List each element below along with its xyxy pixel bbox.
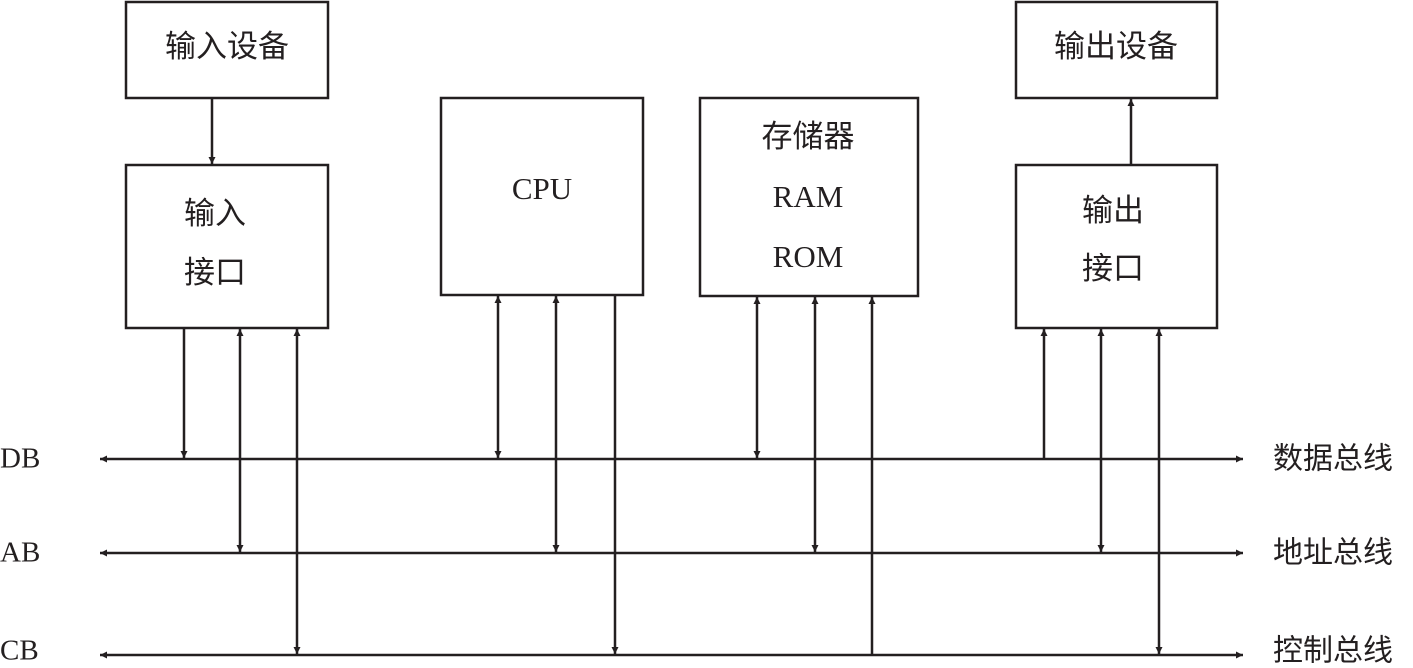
ram-label: RAM [773, 179, 844, 214]
control-bus-name: 控制总线 [1273, 634, 1393, 668]
cpu-label: CPU [512, 171, 572, 206]
memory-label: 存储器 [762, 119, 855, 154]
output-device-label: 输出设备 [1054, 29, 1178, 64]
address-bus-name: 地址总线 [1273, 536, 1393, 571]
output-interface-label-2: 接口 [1082, 251, 1144, 286]
data-bus-name: 数据总线 [1273, 442, 1393, 477]
rom-label: ROM [773, 239, 844, 274]
memory-box: 存储器 RAM ROM [698, 96, 920, 298]
cpu-box: CPU [439, 96, 645, 297]
cb-label: CB [0, 635, 39, 667]
input-device-label: 输入设备 [165, 29, 289, 64]
output-device-box: 输出设备 [1014, 0, 1219, 100]
input-interface-label-2: 接口 [184, 255, 246, 290]
input-interface-label-1: 输入 [184, 196, 246, 231]
input-device-box: 输入设备 [124, 0, 330, 100]
db-label: DB [0, 443, 40, 475]
output-interface-box: 输出 接口 [1014, 163, 1219, 330]
output-interface-label-1: 输出 [1082, 193, 1144, 228]
input-interface-box: 输入 接口 [124, 163, 330, 330]
ab-label: AB [0, 537, 40, 569]
